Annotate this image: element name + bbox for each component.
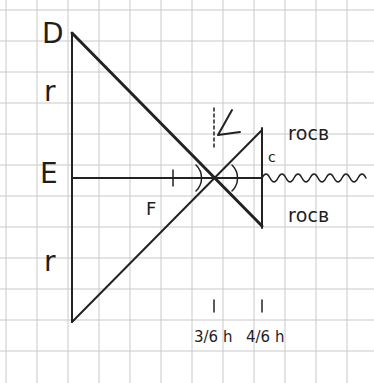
point-label: E [40, 160, 58, 188]
radius-label: rосв [288, 124, 329, 143]
point-label: c [268, 150, 276, 164]
radius-label: rосв [288, 206, 329, 225]
length-label: r [44, 78, 56, 106]
dimension-label: 3/6 h [194, 330, 232, 345]
ink-lines [72, 33, 366, 322]
point-label: F [146, 200, 156, 218]
length-label: r [44, 248, 56, 276]
dimension-label: 4/6 h [246, 330, 284, 345]
point-label: D [42, 20, 64, 48]
